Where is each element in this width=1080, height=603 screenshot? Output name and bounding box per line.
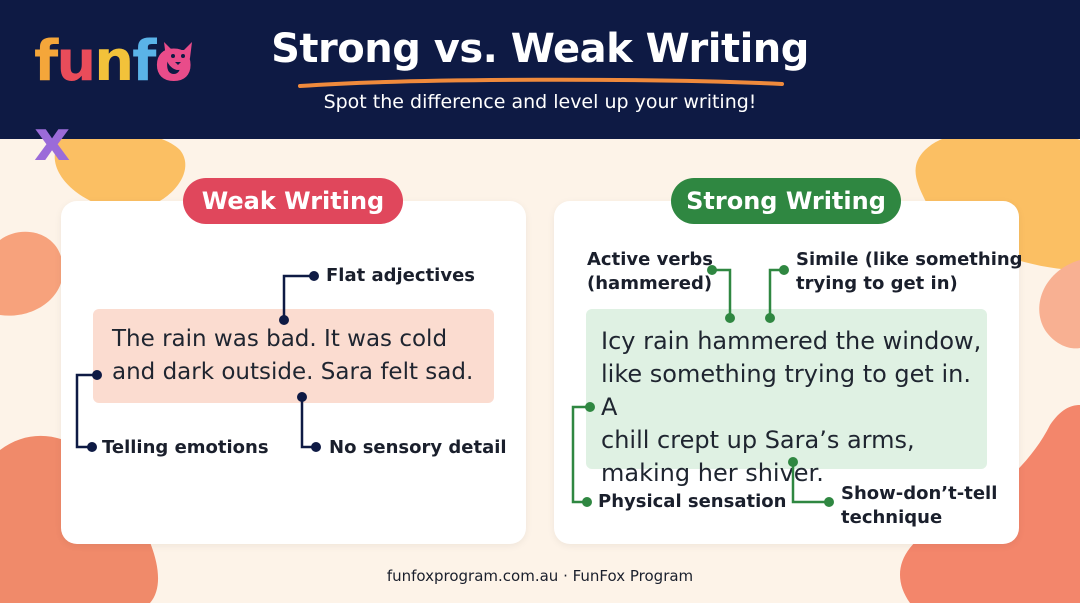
header-banner: funfox Strong vs. Weak Writing Spot the … <box>0 0 1080 174</box>
logo-wordmark: funfox <box>34 29 193 174</box>
strong-connectors <box>571 268 829 504</box>
weak-writing-badge: Weak Writing <box>183 178 403 224</box>
strong-example-sentence: Icy rain hammered the window, like somet… <box>586 309 987 487</box>
annotation-no-sensory-detail: No sensory detail <box>329 437 507 458</box>
page-subtitle: Spot the difference and level up your wr… <box>323 91 757 113</box>
annotation-show-dont-tell: Show-don’t-tell technique <box>841 482 997 530</box>
decorative-blob-right <box>1039 260 1080 349</box>
annotation-line: (hammered) <box>587 273 713 294</box>
annotation-physical-sensation: Physical sensation <box>598 491 787 512</box>
annotation-telling-emotions: Telling emotions <box>102 437 269 458</box>
funfox-logo: funfox <box>34 22 214 174</box>
annotation-flat-adjectives: Flat adjectives <box>326 265 475 286</box>
annotation-active-verbs: Active verbs (hammered) <box>587 248 713 296</box>
annotation-line: Simile (like something <box>796 249 1023 270</box>
page-title: Strong vs. Weak Writing <box>271 26 809 72</box>
strong-sentence-line: like something trying to get in. A <box>601 360 971 421</box>
decorative-blob-left <box>0 231 64 316</box>
weak-connector-dots <box>87 271 321 452</box>
annotation-line: Show-don’t-tell <box>841 483 998 504</box>
footer-credit: funfoxprogram.com.au · FunFox Program <box>386 567 694 585</box>
weak-example-sentence: The rain was bad. It was cold and dark o… <box>93 309 494 403</box>
annotation-line: trying to get in) <box>796 273 958 294</box>
fox-face-icon <box>164 42 192 70</box>
strong-sentence-line: making her shiver. <box>601 459 824 487</box>
strong-writing-badge: Strong Writing <box>671 178 901 224</box>
decorative-blob-top-right <box>915 128 1080 270</box>
strong-sentence-line: chill crept up Sara’s arms, <box>601 426 915 454</box>
annotation-line: Active verbs <box>587 249 713 270</box>
decorative-blob-top-left <box>54 129 186 211</box>
strong-connector-dots <box>582 265 834 507</box>
weak-connectors <box>75 274 316 449</box>
title-underline <box>298 77 784 88</box>
annotation-line: technique <box>841 507 943 528</box>
weak-sentence-line: The rain was bad. It was cold <box>112 326 448 352</box>
strong-sentence-line: Icy rain hammered the window, <box>601 327 982 355</box>
weak-sentence-line: and dark outside. Sara felt sad. <box>112 359 474 385</box>
annotation-simile: Simile (like something trying to get in) <box>796 248 1023 296</box>
